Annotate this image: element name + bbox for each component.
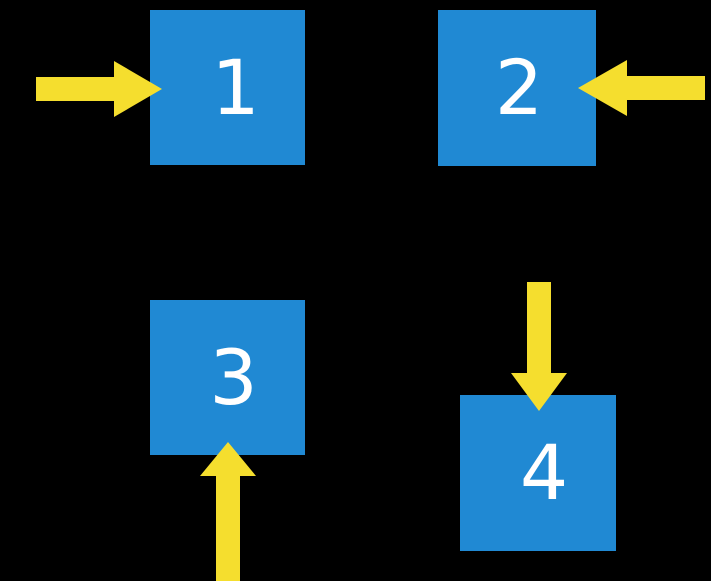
- block-node-2-label: 2: [494, 43, 544, 132]
- arrow-down-into-node-4-icon: [511, 282, 567, 411]
- block-node-1[interactable]: 1: [150, 10, 305, 165]
- block-node-4-label: 4: [519, 428, 569, 517]
- arrow-right-into-node-1-icon: [36, 61, 162, 117]
- block-node-4[interactable]: 4: [460, 395, 616, 551]
- arrow-up-into-node-3-icon: [200, 442, 256, 581]
- block-node-2-rect: [438, 10, 596, 166]
- block-node-3-label: 3: [209, 332, 258, 422]
- block-node-3-rect: [150, 300, 305, 455]
- block-node-1-rect: [150, 10, 305, 165]
- block-node-3[interactable]: 3: [150, 300, 305, 455]
- arrow-left-into-node-2-icon: [578, 60, 705, 116]
- block-node-2[interactable]: 2: [438, 10, 596, 166]
- block-node-4-rect: [460, 395, 616, 551]
- block-node-1-label: 1: [211, 42, 260, 132]
